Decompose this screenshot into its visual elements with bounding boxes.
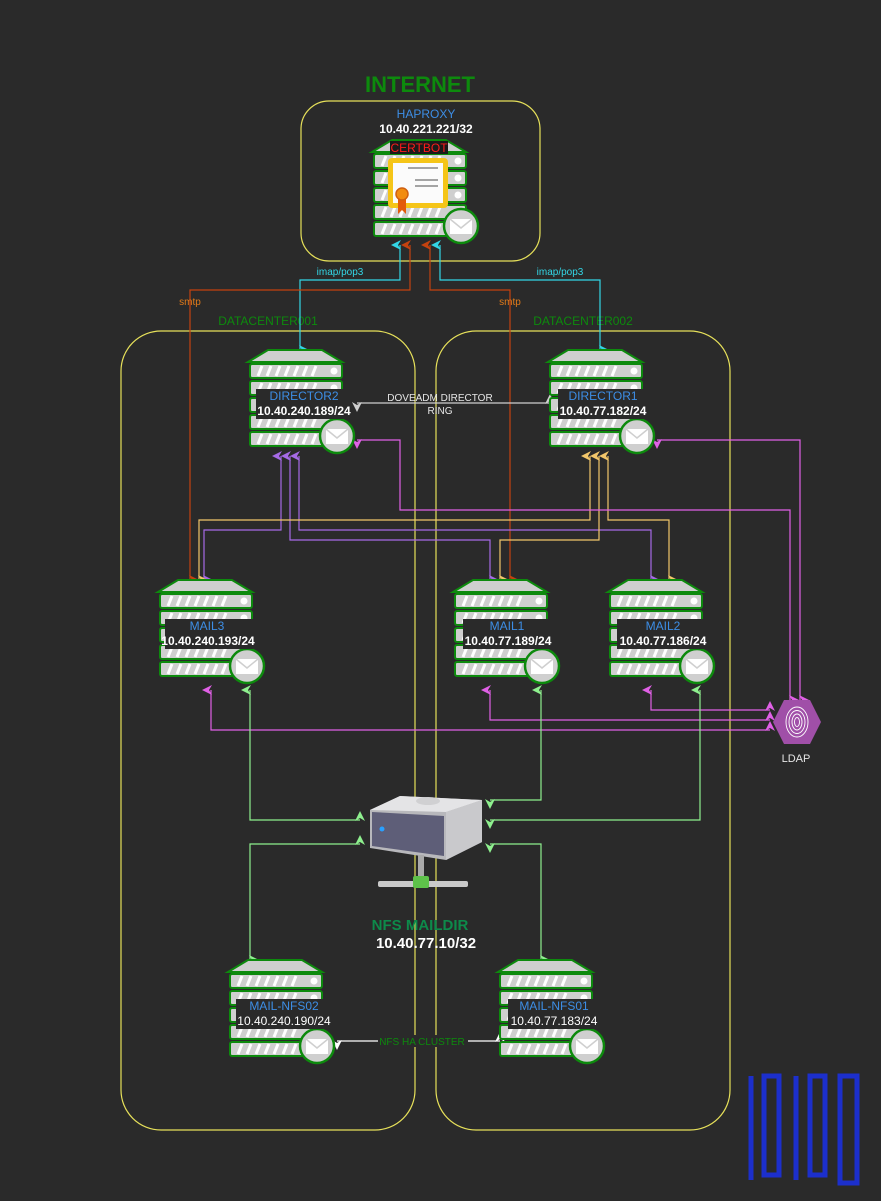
mail-nfs01-node[interactable]: MAIL-NFS01 10.40.77.183/24 bbox=[496, 958, 606, 1065]
certbot-badge: CERTBOT bbox=[390, 141, 448, 155]
internet-title: INTERNET bbox=[365, 72, 476, 97]
edge-director1-mail1 bbox=[499, 451, 600, 585]
fingerprint-icon bbox=[785, 706, 809, 738]
mail-nfs02-ip: 10.40.240.190/24 bbox=[237, 1014, 331, 1028]
mail2-node[interactable]: MAIL2 10.40.77.186/24 bbox=[606, 578, 716, 685]
mail-nfs01-name: MAIL-NFS01 bbox=[519, 999, 589, 1013]
nfs-storage-node[interactable]: NFS MAILDIR 10.40.77.10/32 bbox=[370, 796, 482, 952]
edge-smtp-mail1 bbox=[421, 240, 519, 585]
datacenter001-label: DATACENTER001 bbox=[218, 314, 318, 328]
label-nfs-ha: NFS HA CLUSTER bbox=[379, 1037, 465, 1048]
haproxy-ip: 10.40.221.221/32 bbox=[379, 122, 473, 136]
logo-icon bbox=[748, 1073, 860, 1186]
label-ring-line2: RING bbox=[428, 406, 453, 417]
ldap-hexagon bbox=[773, 700, 821, 744]
mail1-node[interactable]: MAIL1 10.40.77.189/24 bbox=[451, 578, 561, 685]
haproxy-name: HAPROXY bbox=[397, 107, 456, 121]
edge-director1-ldap bbox=[652, 439, 809, 705]
director2-ip: 10.40.240.189/24 bbox=[257, 404, 351, 418]
network-connector-icon bbox=[378, 855, 468, 888]
mail-nfs01-ip: 10.40.77.183/24 bbox=[511, 1014, 598, 1028]
director1-node[interactable]: DIRECTOR1 10.40.77.182/24 bbox=[546, 348, 656, 455]
edge-nfs-mailnfs01 bbox=[485, 843, 550, 965]
edge-mail1-nfs bbox=[485, 685, 542, 809]
mail3-node[interactable]: MAIL3 10.40.240.193/24 bbox=[156, 578, 266, 685]
label-smtp-left: smtp bbox=[179, 297, 201, 308]
edge-mail2-ldap bbox=[642, 685, 775, 711]
mail3-name: MAIL3 bbox=[190, 619, 225, 633]
edge-nfs-mailnfs02 bbox=[249, 835, 365, 965]
mail-nfs02-name: MAIL-NFS02 bbox=[249, 999, 319, 1013]
mail1-name: MAIL1 bbox=[490, 619, 525, 633]
datacenter002-label: DATACENTER002 bbox=[533, 314, 633, 328]
mail3-ip: 10.40.240.193/24 bbox=[161, 634, 255, 648]
mail2-name: MAIL2 bbox=[646, 619, 681, 633]
edge-director2-mail2 bbox=[290, 451, 660, 585]
edge-mail3-nfs bbox=[241, 685, 365, 821]
mail1-ip: 10.40.77.189/24 bbox=[465, 634, 552, 648]
mail2-ip: 10.40.77.186/24 bbox=[620, 634, 707, 648]
director1-name: DIRECTOR1 bbox=[568, 389, 637, 403]
edge-director1-mail2 bbox=[599, 451, 678, 585]
edge-director2-mail1 bbox=[281, 451, 499, 585]
edge-mail1-ldap bbox=[481, 685, 775, 721]
director2-node[interactable]: DIRECTOR2 10.40.240.189/24 bbox=[246, 348, 356, 455]
label-ring-line1: DOVEADM DIRECTOR bbox=[387, 393, 492, 404]
haproxy-container bbox=[300, 100, 541, 262]
label-imap-right: imap/pop3 bbox=[537, 267, 584, 278]
director1-ip: 10.40.77.182/24 bbox=[560, 404, 647, 418]
edge-director2-mail3 bbox=[203, 451, 282, 585]
label-imap-left: imap/pop3 bbox=[317, 267, 364, 278]
mail-nfs02-node[interactable]: MAIL-NFS02 10.40.240.190/24 bbox=[226, 958, 336, 1065]
director2-name: DIRECTOR2 bbox=[269, 389, 338, 403]
edge-director1-mail3 bbox=[198, 451, 591, 585]
certificate-icon bbox=[408, 167, 438, 187]
nfs-storage-ip: 10.40.77.10/32 bbox=[376, 935, 476, 952]
label-smtp-right: smtp bbox=[499, 297, 521, 308]
edge-mail2-nfs bbox=[485, 685, 701, 829]
nfs-storage-name: NFS MAILDIR bbox=[372, 917, 469, 934]
edge-director2-ldap bbox=[352, 439, 799, 705]
ldap-label: LDAP bbox=[782, 753, 811, 765]
edge-smtp-mail3 bbox=[189, 240, 411, 585]
ldap-node[interactable]: LDAP bbox=[773, 700, 821, 765]
haproxy-node[interactable]: CERTBOT HAPROXY 10.40.221.221/32 bbox=[370, 107, 480, 245]
hard-drive-icon bbox=[370, 796, 482, 860]
